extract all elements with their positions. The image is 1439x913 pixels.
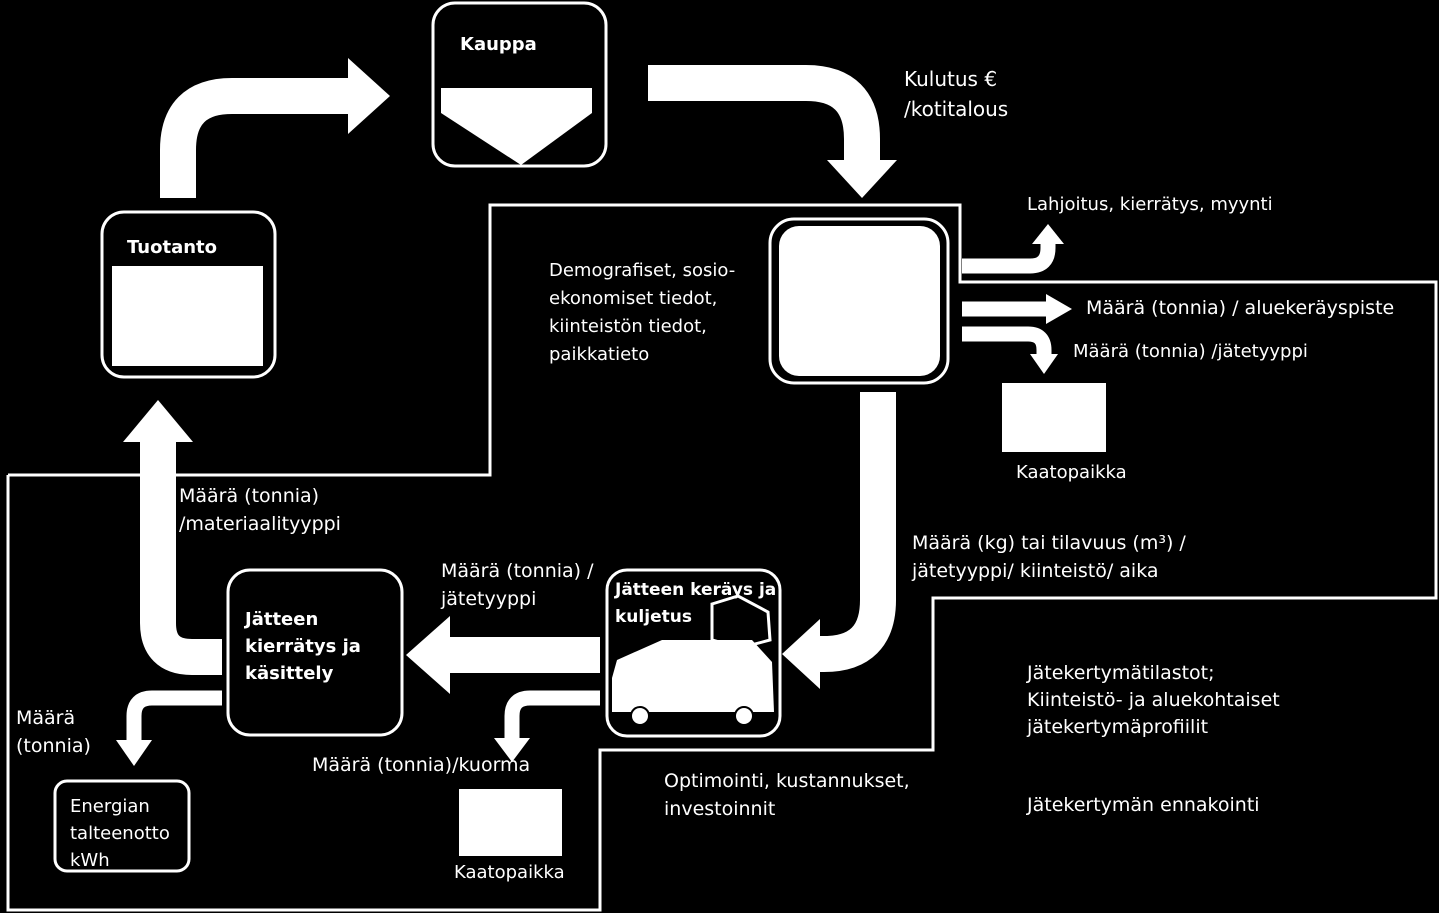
kauppa-shelf-icon: [441, 88, 592, 165]
arrow-head: [116, 740, 152, 766]
arrow-head: [123, 400, 193, 442]
kierratys-node: [226, 568, 404, 737]
kaatopaikka-right-label: Kaatopaikka: [1016, 462, 1127, 483]
tuotanto-title: Tuotanto: [127, 237, 218, 258]
arrow-head: [1030, 354, 1058, 374]
arrow-head: [406, 616, 450, 694]
arrow-tuotanto-to-kauppa: [160, 78, 350, 198]
kauppa-title: Kauppa: [460, 34, 537, 55]
materiaalityyppi-label: Määrä (tonnia) /materiaalityyppi: [179, 485, 341, 535]
ennakointi-label: Jätekertymän ennakointi: [1027, 794, 1260, 816]
energia-title: Energian talteenotto kWh: [70, 796, 170, 871]
arrow-head: [782, 619, 820, 689]
tilastot-label: Jätekertymätilastot; Kiinteistö- ja alue…: [1027, 662, 1280, 738]
kaatopaikka-right-image: [1002, 383, 1106, 452]
jatetyyppi-mid-label: Määrä (tonnia) / jätetyyppi: [441, 560, 594, 610]
arrow-head: [1046, 294, 1072, 324]
factory-image: [112, 266, 263, 366]
kulutus-label: Kulutus € /kotitalous: [904, 67, 1009, 121]
arrow-to-energia: [126, 690, 222, 742]
kerays-title: Jätteen keräys ja kuljetus: [615, 580, 777, 627]
arrow-lahjoitus: [962, 240, 1056, 274]
kierratys-title: Jätteen kierrätys ja käsittely: [245, 609, 361, 684]
region-outline: [6, 203, 1438, 912]
kaatopaikka-bottom-label: Kaatopaikka: [454, 862, 565, 883]
lahjoitus-label: Lahjoitus, kierrätys, myynti: [1027, 194, 1273, 215]
aluekerayspiste-label: Määrä (tonnia) / aluekeräyspiste: [1086, 297, 1395, 319]
truck-wheel-icon: [734, 706, 754, 726]
kaatopaikka-bottom-image: [459, 789, 562, 856]
arrow-head: [1032, 224, 1064, 244]
arrow-head: [348, 58, 390, 134]
garbage-truck-icon: [612, 640, 774, 712]
arrow-to-kaatopaikka-bottom: [504, 690, 600, 740]
maara-tonnia-label: Määrä (tonnia): [16, 707, 91, 757]
arrow-head: [494, 738, 530, 762]
arrow-jatetyyppi-right: [962, 326, 1052, 358]
optimointi-label: Optimointi, kustannukset, investoinnit: [664, 770, 910, 820]
kiinteisto-aika-label: Määrä (kg) tai tilavuus (m³) / jätetyypp…: [912, 532, 1186, 582]
truck-wheel-icon: [630, 706, 650, 726]
arrow-kierratys-to-tuotanto: [140, 440, 222, 675]
kuorma-label: Määrä (tonnia)/kuorma: [312, 754, 531, 776]
energia-node: [53, 779, 191, 873]
demografiset-label: Demografiset, sosio- ekonomiset tiedot, …: [549, 260, 736, 365]
jatetyyppi-right-label: Määrä (tonnia) /jätetyyppi: [1073, 341, 1308, 362]
household-image: [779, 226, 940, 376]
arrow-kauppa-to-household: [648, 65, 880, 160]
arrow-head: [827, 160, 897, 198]
arrow-household-to-kerays: [806, 392, 896, 672]
